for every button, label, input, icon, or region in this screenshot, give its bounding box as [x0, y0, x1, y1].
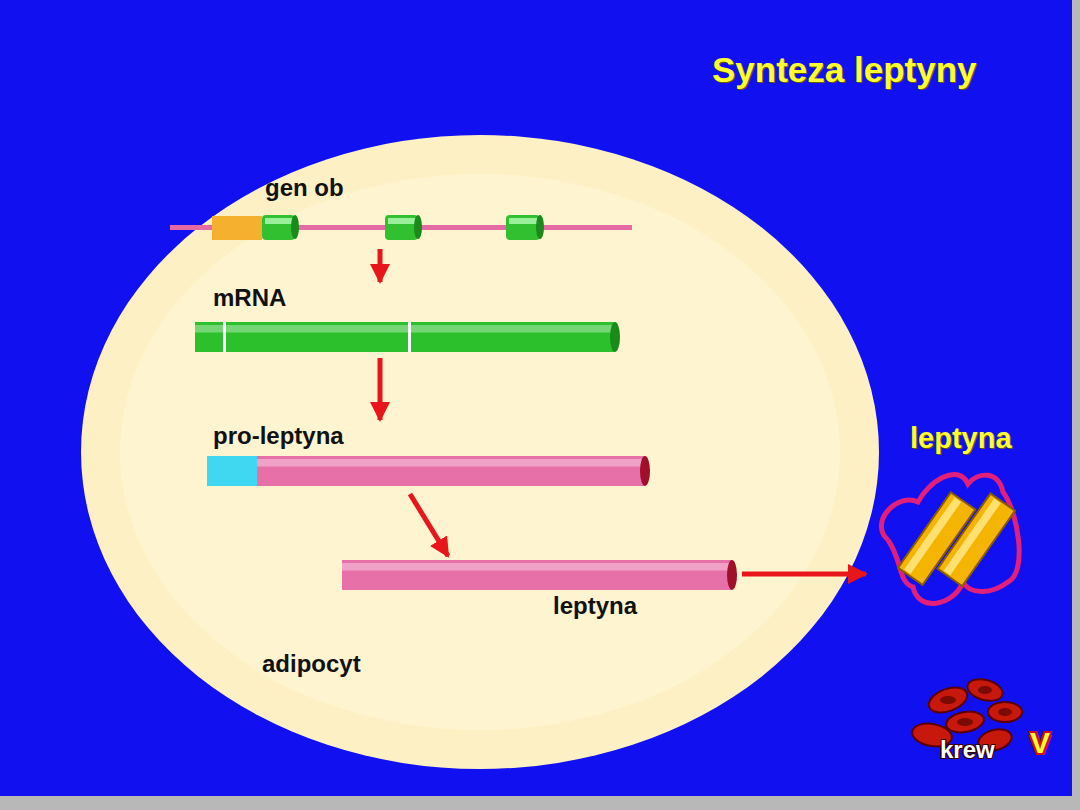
title: Synteza leptyny: [712, 50, 977, 90]
node-label: adipocyt: [262, 650, 361, 678]
process-arrow: [378, 249, 383, 282]
process-arrow: [410, 494, 448, 556]
adipocyte-cell: adipocyt gen ob mRNA pro-leptyna leptyna: [80, 134, 880, 770]
leptin-protein: leptyna: [868, 422, 1040, 612]
node-label: mRNA: [213, 284, 286, 312]
ob-gene-shape: [170, 172, 640, 247]
leptin-chain: leptyna: [340, 558, 740, 624]
process-arrow: [742, 572, 866, 577]
node-label: pro-leptyna: [213, 422, 344, 450]
mrna: mRNA: [193, 284, 623, 356]
node-label: leptyna: [910, 422, 1012, 455]
node-label: gen ob: [265, 174, 344, 202]
ob-gene: gen ob: [170, 172, 640, 247]
pro-leptin: pro-leptyna: [205, 422, 655, 492]
blood-label: krew: [940, 736, 995, 764]
process-arrow: [378, 358, 383, 420]
logo-mark: V: [1030, 726, 1050, 760]
leptin-chain-shape: [340, 558, 740, 624]
node-label: leptyna: [553, 592, 637, 620]
